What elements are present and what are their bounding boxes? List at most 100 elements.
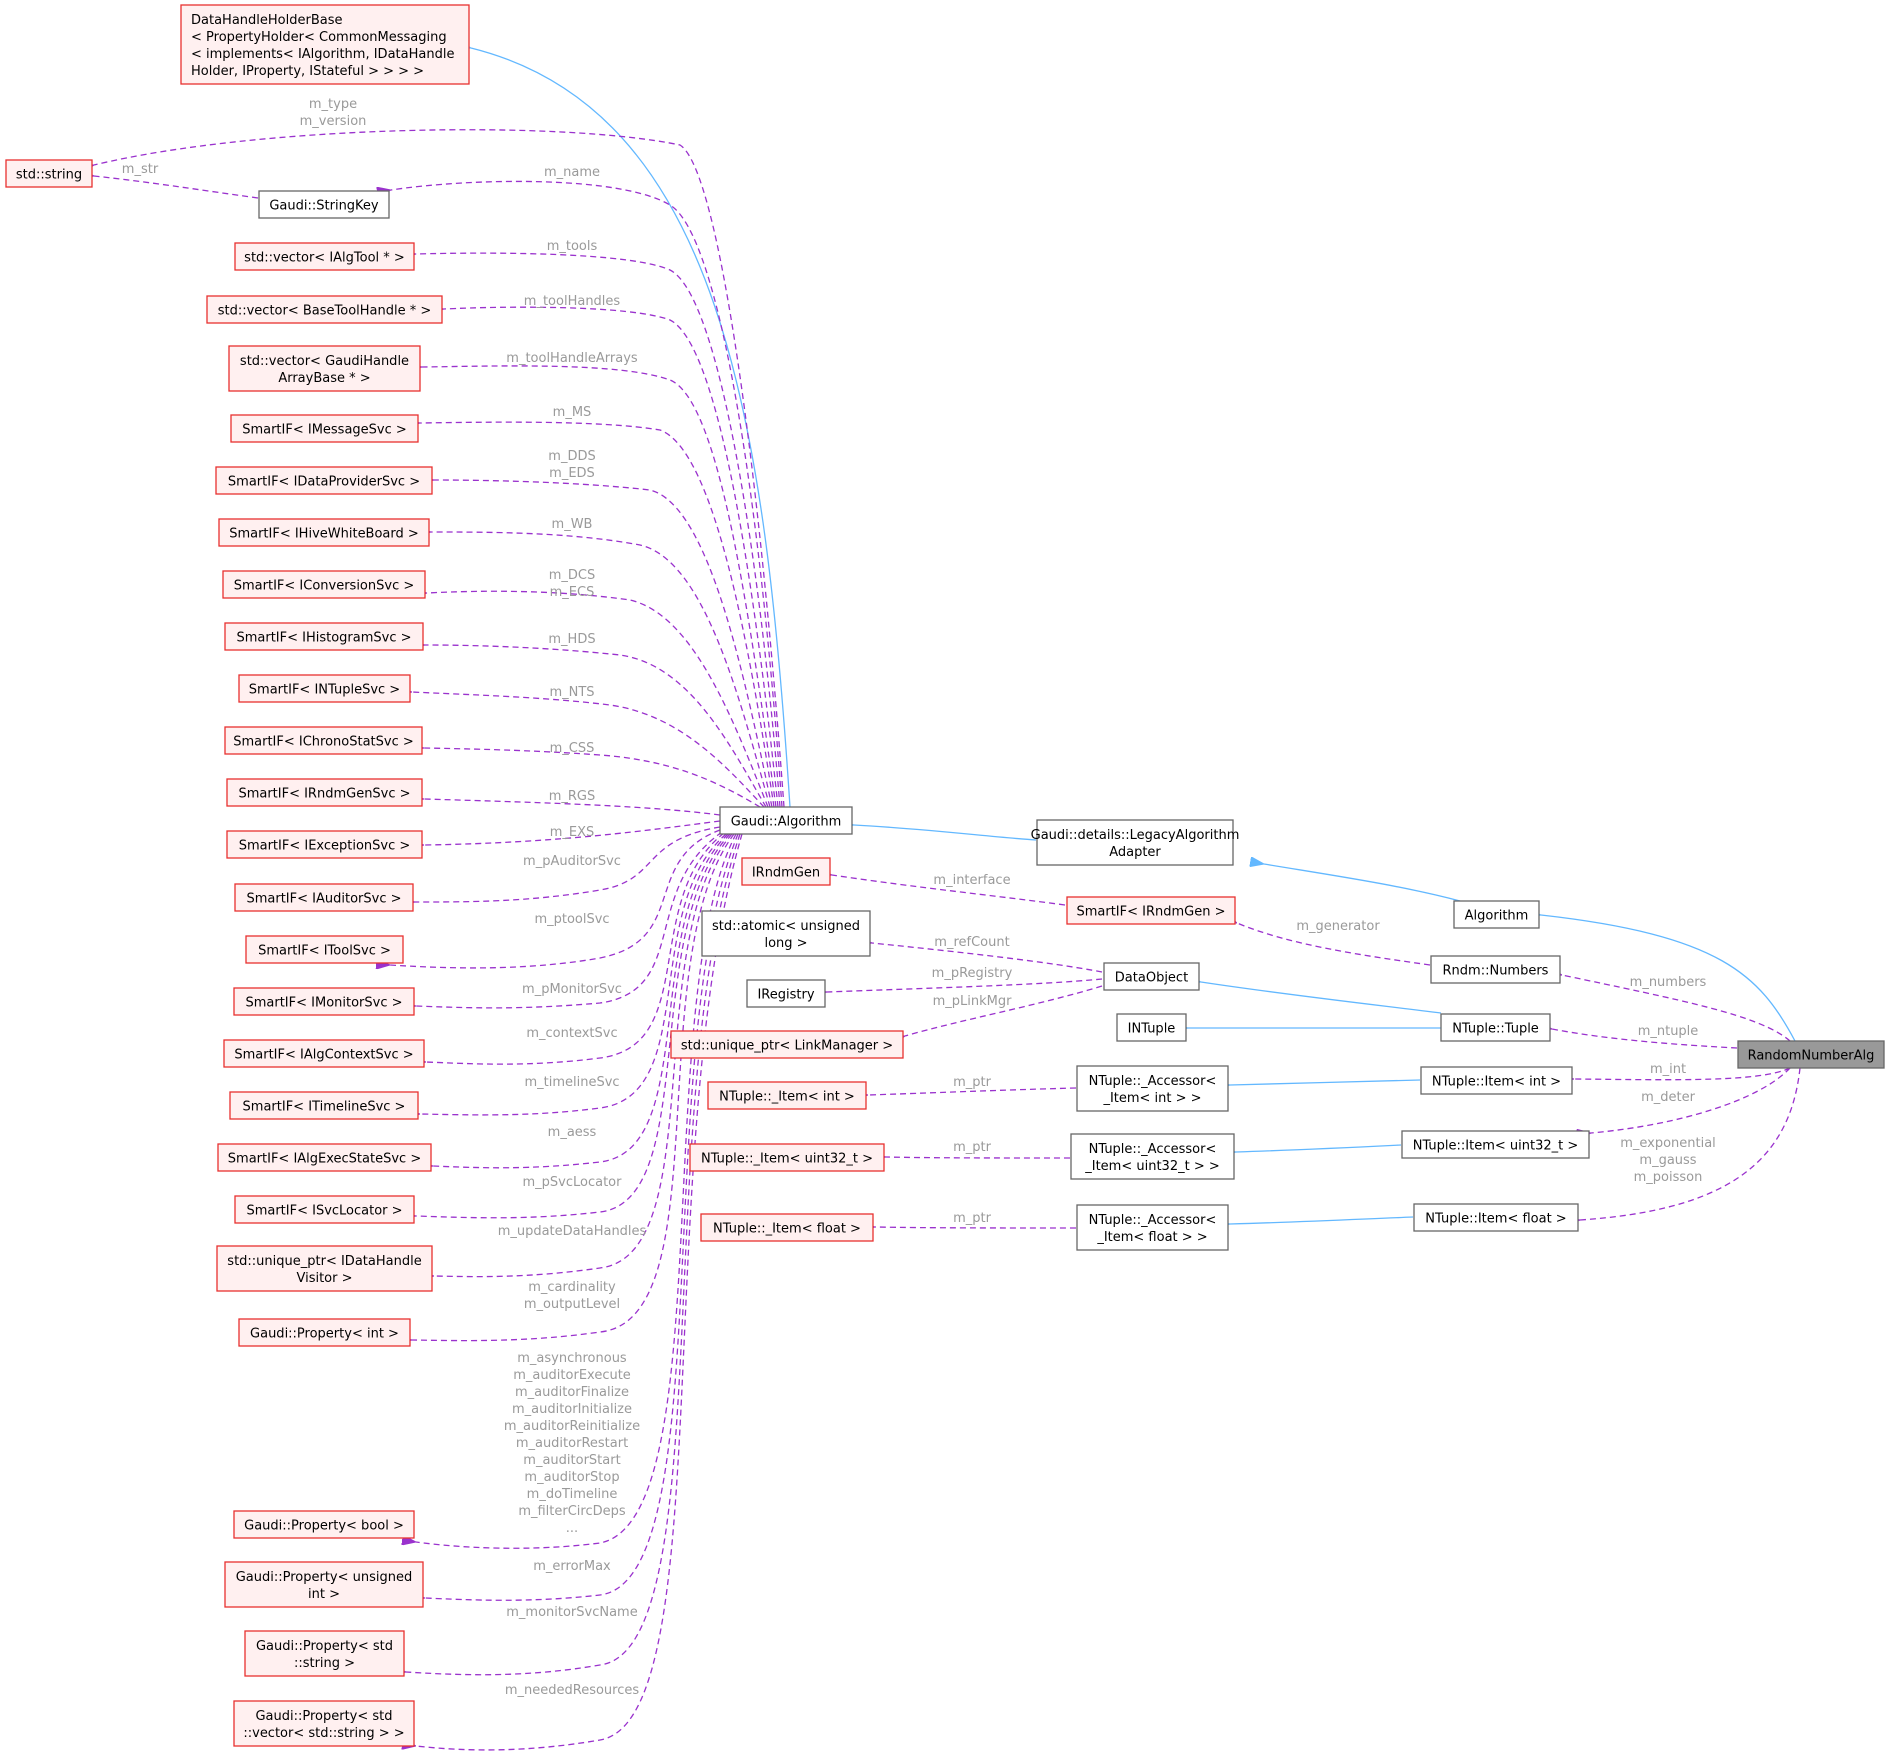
class-node-accessor-item-float[interactable]: NTuple::_Accessor<_Item< float > > bbox=[1076, 1204, 1229, 1251]
class-node-vector-basetoolhandle[interactable]: std::vector< BaseToolHandle * > bbox=[206, 295, 443, 324]
class-node-property-bool[interactable]: Gaudi::Property< bool > bbox=[233, 1510, 415, 1539]
class-node-label: Algorithm bbox=[1465, 909, 1529, 924]
edge-label-hds: m_HDS bbox=[548, 632, 595, 647]
class-node-smartif-imessagesvc[interactable]: SmartIF< IMessageSvc > bbox=[230, 414, 419, 443]
class-node-smartif-iconversionsvc[interactable]: SmartIF< IConversionSvc > bbox=[222, 570, 426, 599]
class-node-smartif-ialgcontextsvc[interactable]: SmartIF< IAlgContextSvc > bbox=[223, 1039, 425, 1068]
class-node-unique-ptr-linkmanager[interactable]: std::unique_ptr< LinkManager > bbox=[670, 1030, 904, 1059]
edge-label-p-auditor-svc: m_pAuditorSvc bbox=[523, 854, 621, 869]
class-node-vector-ialgtool[interactable]: std::vector< IAlgTool * > bbox=[234, 242, 415, 271]
class-node-smartif-ichronostatsvc[interactable]: SmartIF< IChronoStatSvc > bbox=[224, 726, 423, 755]
class-node-label: SmartIF< IConversionSvc > bbox=[234, 579, 415, 594]
class-node-label: Gaudi::StringKey bbox=[269, 199, 379, 214]
member-edge bbox=[424, 820, 721, 845]
edge-label-css: m_CSS bbox=[550, 741, 595, 756]
member-edge bbox=[412, 833, 735, 1341]
edge-label-int: m_int bbox=[1650, 1062, 1686, 1077]
member-edge bbox=[420, 833, 727, 1115]
class-node-smartif-ihistogramsvc[interactable]: SmartIF< IHistogramSvc > bbox=[224, 622, 424, 651]
class-node-std-string[interactable]: std::string bbox=[5, 159, 93, 188]
class-node-label: NTuple::_Item< float > bbox=[713, 1222, 861, 1237]
class-node-label: SmartIF< IChronoStatSvc > bbox=[233, 735, 414, 750]
class-node-random-number-alg[interactable]: RandomNumberAlg bbox=[1737, 1040, 1885, 1069]
class-node-item-uint32[interactable]: NTuple::Item< uint32_t > bbox=[1401, 1130, 1590, 1159]
class-node-label: NTuple::_Accessor<_Item< float > > bbox=[1089, 1213, 1217, 1245]
member-edge bbox=[420, 422, 775, 808]
class-node-irndmgen[interactable]: IRndmGen bbox=[741, 857, 831, 886]
member-edge bbox=[94, 129, 785, 808]
edge-label-p-monitor-svc: m_pMonitorSvc bbox=[522, 982, 622, 997]
class-node-property-int[interactable]: Gaudi::Property< int > bbox=[238, 1318, 411, 1347]
edge-label-ptr-int: m_ptr bbox=[953, 1075, 992, 1090]
member-edge bbox=[875, 1227, 1077, 1228]
class-node-intuple[interactable]: INTuple bbox=[1116, 1013, 1187, 1042]
class-node-smartif-itimelinesvc[interactable]: SmartIF< ITimelineSvc > bbox=[229, 1091, 419, 1120]
class-node-gaudi-algorithm[interactable]: Gaudi::Algorithm bbox=[719, 806, 853, 835]
inheritance-edge bbox=[854, 825, 1037, 841]
class-node-smartif-iauditorsvc[interactable]: SmartIF< IAuditorSvc > bbox=[234, 883, 414, 912]
member-edge bbox=[868, 1087, 1077, 1095]
class-node-label: RandomNumberAlg bbox=[1748, 1049, 1875, 1064]
class-node-smartif-imonitorsvc[interactable]: SmartIF< IMonitorSvc > bbox=[233, 987, 415, 1016]
class-node-property-vector-string[interactable]: Gaudi::Property< std::vector< std::strin… bbox=[233, 1700, 415, 1747]
class-node-label: NTuple::Item< uint32_t > bbox=[1413, 1139, 1579, 1154]
class-node-data-handle-holder-base[interactable]: DataHandleHolderBase< PropertyHolder< Co… bbox=[180, 4, 470, 85]
member-edge bbox=[1591, 1067, 1791, 1133]
class-node-label: NTuple::Item< float > bbox=[1425, 1212, 1566, 1227]
class-node-property-string[interactable]: Gaudi::Property< std::string > bbox=[244, 1630, 405, 1677]
class-node-item-int-private[interactable]: NTuple::_Item< int > bbox=[707, 1081, 867, 1110]
class-node-label: SmartIF< IMessageSvc > bbox=[242, 423, 407, 438]
class-node-smartif-itoolsvc[interactable]: SmartIF< IToolSvc > bbox=[245, 935, 404, 964]
class-node-smartif-irndmgen[interactable]: SmartIF< IRndmGen > bbox=[1066, 896, 1236, 925]
class-node-smartif-irndmgensvc[interactable]: SmartIF< IRndmGenSvc > bbox=[226, 778, 423, 807]
class-node-accessor-item-uint32[interactable]: NTuple::_Accessor<_Item< uint32_t > > bbox=[1070, 1133, 1235, 1180]
class-node-label: DataObject bbox=[1115, 971, 1188, 986]
edge-label-numbers: m_numbers bbox=[1630, 975, 1707, 990]
class-node-label: SmartIF< IAlgContextSvc > bbox=[234, 1048, 413, 1063]
edge-label-generator: m_generator bbox=[1296, 919, 1380, 934]
member-edge bbox=[434, 480, 773, 808]
class-node-smartif-ialgexecstatesvc[interactable]: SmartIF< IAlgExecStateSvc > bbox=[217, 1143, 432, 1172]
class-node-label: SmartIF< IExceptionSvc > bbox=[239, 839, 411, 854]
class-node-smartif-intuplesvc[interactable]: SmartIF< INTupleSvc > bbox=[238, 674, 411, 703]
class-node-label: NTuple::Tuple bbox=[1452, 1022, 1539, 1037]
edge-label-update-data-handles: m_updateDataHandles bbox=[498, 1224, 647, 1239]
class-node-smartif-iexceptionsvc[interactable]: SmartIF< IExceptionSvc > bbox=[226, 830, 423, 859]
class-node-label: Gaudi::Algorithm bbox=[731, 815, 842, 830]
class-node-label: std::vector< BaseToolHandle * > bbox=[218, 304, 432, 319]
class-node-accessor-item-int[interactable]: NTuple::_Accessor<_Item< int > > bbox=[1076, 1065, 1229, 1112]
member-edge bbox=[1237, 923, 1431, 966]
edge-label-p-registry: m_pRegistry bbox=[932, 966, 1013, 981]
class-node-smartif-idataprovidersvc[interactable]: SmartIF< IDataProviderSvc > bbox=[215, 466, 433, 495]
class-node-gaudi-string-key[interactable]: Gaudi::StringKey bbox=[258, 190, 390, 219]
class-node-item-float[interactable]: NTuple::Item< float > bbox=[1413, 1203, 1579, 1232]
inheritance-edge bbox=[1541, 915, 1796, 1042]
class-node-item-float-private[interactable]: NTuple::_Item< float > bbox=[700, 1213, 874, 1242]
member-edge bbox=[427, 591, 769, 808]
class-node-label: SmartIF< IRndmGen > bbox=[1076, 905, 1225, 920]
edge-label-ptr-uint32: m_ptr bbox=[953, 1140, 992, 1155]
member-edge bbox=[433, 833, 729, 1168]
class-node-algorithm[interactable]: Algorithm bbox=[1453, 900, 1540, 929]
member-edge bbox=[827, 978, 1103, 992]
class-node-label: Gaudi::Property< std::vector< std::strin… bbox=[243, 1709, 404, 1741]
edge-label-exs: m_EXS bbox=[550, 825, 595, 840]
class-node-rndm-numbers[interactable]: Rndm::Numbers bbox=[1430, 955, 1561, 984]
member-edge bbox=[422, 366, 777, 808]
class-node-ntuple-tuple[interactable]: NTuple::Tuple bbox=[1440, 1013, 1551, 1042]
class-node-data-object[interactable]: DataObject bbox=[1103, 962, 1200, 991]
class-node-smartif-isvclocator[interactable]: SmartIF< ISvcLocator > bbox=[234, 1195, 415, 1224]
member-edge bbox=[832, 875, 1066, 906]
class-node-item-uint32-private[interactable]: NTuple::_Item< uint32_t > bbox=[689, 1143, 885, 1172]
class-node-iregistry[interactable]: IRegistry bbox=[746, 979, 826, 1008]
class-node-smartif-ihivewhiteboard[interactable]: SmartIF< IHiveWhiteBoard > bbox=[218, 518, 430, 547]
class-node-item-int[interactable]: NTuple::Item< int > bbox=[1420, 1066, 1573, 1095]
